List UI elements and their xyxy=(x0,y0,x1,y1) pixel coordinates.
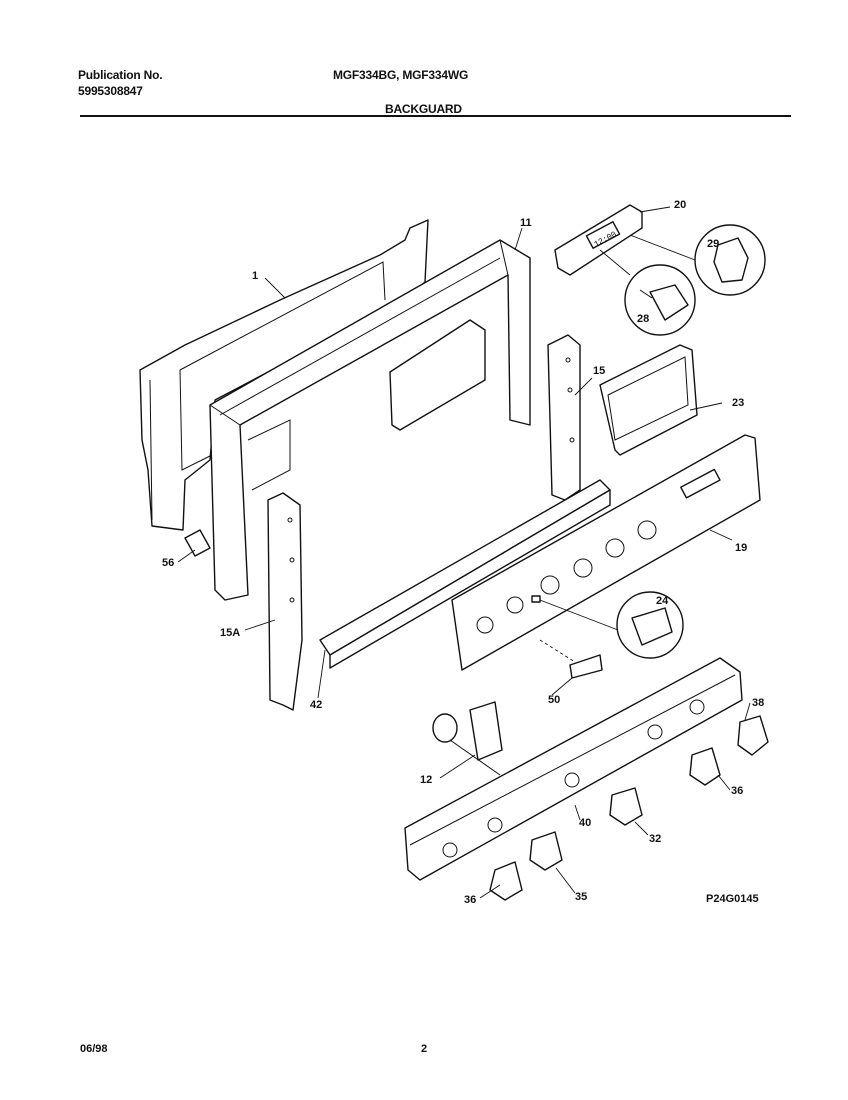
part-trim-rail xyxy=(319,479,611,669)
callout-28: 28 xyxy=(637,313,649,325)
callout-11: 11 xyxy=(520,217,532,229)
footer-date: 06/98 xyxy=(80,1043,108,1055)
section-title: BACKGUARD xyxy=(385,102,462,116)
callout-29: 29 xyxy=(707,238,719,250)
callout-23: 23 xyxy=(732,397,744,409)
part-panel-insert xyxy=(599,344,698,456)
callout-36-right: 36 xyxy=(731,785,743,797)
part-left-bracket xyxy=(267,492,303,711)
callout-40: 40 xyxy=(579,817,591,829)
diagram-code: P24G0145 xyxy=(706,893,759,905)
part-thermostat xyxy=(432,701,503,776)
part-backguard-frame xyxy=(209,239,531,601)
callout-15: 15 xyxy=(593,365,605,377)
callout-24: 24 xyxy=(656,595,669,607)
part-detail-circle-29 xyxy=(629,224,766,296)
part-right-bracket xyxy=(547,334,581,501)
part-small-bracket xyxy=(184,529,211,557)
callout-1: 1 xyxy=(252,270,258,282)
callout-42: 42 xyxy=(310,699,322,711)
callout-36-left: 36 xyxy=(464,894,476,906)
part-control-panel xyxy=(451,434,761,671)
publication-number: 5995308847 xyxy=(78,84,143,98)
callout-15a: 15A xyxy=(220,627,240,639)
publication-label: Publication No. xyxy=(78,68,163,82)
knobs xyxy=(489,715,769,901)
callout-56: 56 xyxy=(162,557,174,569)
callout-35: 35 xyxy=(575,891,587,903)
part-detail-circle-24 xyxy=(539,591,684,659)
header-rule xyxy=(80,115,791,117)
callout-19: 19 xyxy=(735,542,747,554)
part-detail-circle-28 xyxy=(599,249,696,336)
leader-lines xyxy=(177,206,751,899)
part-manifold-panel xyxy=(404,657,743,881)
callout-50: 50 xyxy=(548,694,560,706)
footer-page-number: 2 xyxy=(421,1043,427,1055)
part-clip xyxy=(539,639,603,679)
callout-20: 20 xyxy=(674,199,686,211)
part-clock-timer: 12:00 xyxy=(554,204,643,276)
callout-32: 32 xyxy=(649,833,661,845)
callout-38: 38 xyxy=(752,697,764,709)
callout-12: 12 xyxy=(420,774,432,786)
model-numbers: MGF334BG, MGF334WG xyxy=(333,68,469,82)
